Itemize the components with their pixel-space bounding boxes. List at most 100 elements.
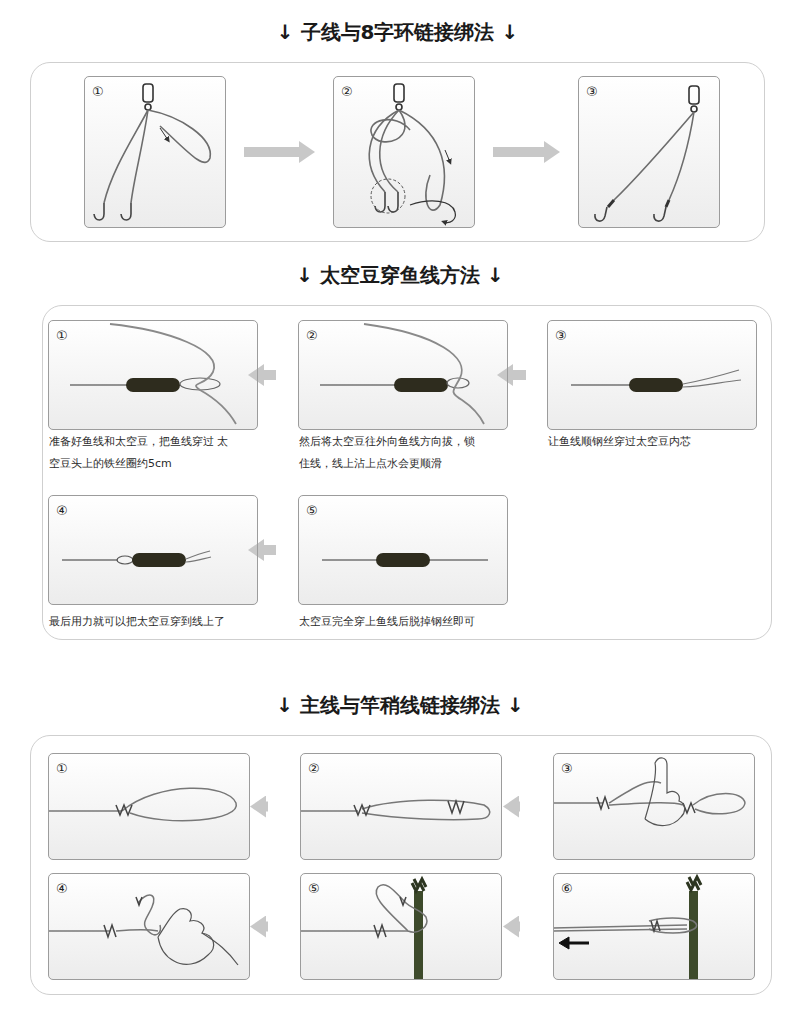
- callout-number: ④: [56, 503, 68, 518]
- knot-step: [48, 788, 236, 821]
- illustration-stroke: [131, 110, 148, 203]
- illustration-stroke: [629, 378, 683, 392]
- step-caption: 最后用力就可以把太空豆穿到线上了: [49, 611, 259, 633]
- illustration-stroke: [689, 86, 699, 104]
- illustration-stroke: [567, 942, 589, 945]
- illustration-stroke: [394, 378, 448, 392]
- callout-number: ②: [308, 761, 320, 776]
- swivel-rig: [94, 84, 210, 220]
- illustration-stroke: [445, 150, 450, 162]
- illustration-stroke: [375, 192, 385, 212]
- illustration-stroke: [104, 925, 116, 937]
- illustration-stroke: [298, 495, 508, 605]
- section-panel: ↓ 太空豆穿鱼线方法 ↓①准备好鱼线和太空豆，把鱼线穿过 太空豆头上的铁丝圈约5…: [42, 305, 772, 640]
- illustration-stroke: [121, 203, 131, 220]
- illustration-stroke: [388, 192, 398, 212]
- illustration-stroke: [48, 753, 250, 860]
- illustration-stroke: [578, 76, 720, 228]
- step-picture-box: ①准备好鱼线和太空豆，把鱼线穿过 太空豆头上的铁丝圈约5cm: [48, 320, 258, 430]
- illustration-stroke: [371, 110, 410, 142]
- section-panel: ↓ 子线与8字环链接绑法 ↓①②③: [30, 62, 765, 242]
- callout-number: ⑥: [561, 881, 573, 896]
- illustration-stroke: [298, 320, 508, 430]
- illustration-stroke: [48, 873, 250, 980]
- illustration-stroke: [48, 930, 110, 932]
- callout-number: ①: [56, 328, 68, 343]
- illustration-stroke: [380, 110, 399, 192]
- illustration-stroke: [683, 380, 741, 387]
- illustration-stroke: [354, 805, 370, 815]
- step-picture-box: ④: [48, 873, 250, 980]
- callout-number: ⑤: [306, 503, 318, 518]
- illustration-stroke: [48, 810, 122, 812]
- illustration-stroke: [687, 877, 701, 890]
- illustration-stroke: [614, 112, 694, 200]
- illustration-stroke: [333, 76, 475, 228]
- illustration-stroke: [693, 794, 745, 814]
- box-ground: [48, 76, 757, 980]
- illustration-stroke: [400, 897, 406, 905]
- illustration-stroke: [132, 553, 186, 567]
- callout-number: ⑤: [308, 881, 320, 896]
- illustration-stroke: [143, 84, 153, 102]
- step-caption: 然后将太空豆往外向鱼线方向拔，锁 住线，线上沾上点水会更顺滑: [299, 431, 483, 475]
- illustration-stroke: [645, 758, 685, 826]
- illustration-stroke: [595, 207, 607, 221]
- illustration-stroke: [666, 200, 669, 207]
- illustration-stroke: [376, 553, 430, 567]
- illustration-stroke: [669, 112, 694, 200]
- callout-number: ②: [306, 328, 318, 343]
- space-bean-step: [320, 324, 484, 424]
- illustration-stroke: [62, 559, 118, 560]
- illustration-stroke: [691, 106, 697, 112]
- illustration-stroke: [553, 802, 603, 804]
- illustration-stroke: [300, 810, 358, 812]
- illustration-stroke: [362, 800, 490, 820]
- callout-number: ②: [341, 84, 353, 99]
- step-arrow: [513, 370, 526, 380]
- space-bean-step: [571, 370, 741, 392]
- step-arrow: [264, 545, 276, 555]
- step-arrow: [519, 802, 520, 812]
- illustration-stroke: [180, 378, 220, 390]
- callout-number: ①: [92, 84, 104, 99]
- illustration-stroke: [126, 378, 180, 392]
- illustration-stroke: [414, 891, 423, 979]
- callout-number: ③: [561, 761, 573, 776]
- illustration-stroke: [651, 921, 660, 931]
- step-arrow: [493, 147, 544, 157]
- illustration-stroke: [364, 324, 484, 424]
- illustration-stroke: [110, 324, 236, 424]
- illustration-stroke: [117, 556, 133, 564]
- illustration-stroke: [202, 933, 238, 965]
- illustration-stroke: [553, 873, 755, 980]
- illustration-stroke: [608, 200, 614, 207]
- callout-number: ①: [56, 761, 68, 776]
- step-caption: 准备好鱼线和太空豆，把鱼线穿过 太空豆头上的铁丝圈约5cm: [49, 431, 233, 475]
- step-picture-box: ⑤: [300, 873, 502, 980]
- illustration-stroke: [300, 873, 502, 980]
- knot-step: [553, 758, 745, 826]
- illustration-stroke: [376, 885, 427, 932]
- step-picture-box: ③让鱼线顺钢丝穿过太空豆内芯: [547, 320, 757, 430]
- illustration-stroke: [122, 788, 236, 821]
- step-picture-box: ②: [333, 76, 475, 228]
- illustration-stroke: [371, 179, 405, 213]
- illustration-stroke: [683, 370, 739, 384]
- illustration-stroke: [396, 104, 402, 110]
- step-picture-box: ④最后用力就可以把太空豆穿到线上了: [48, 495, 258, 605]
- illustration-stroke: [116, 805, 132, 815]
- callout-number: ③: [555, 328, 567, 343]
- knot-step: [48, 895, 238, 965]
- illustration-stroke: [553, 925, 687, 928]
- illustration-stroke: [689, 891, 698, 979]
- callout-number: ③: [586, 84, 598, 99]
- illustration-stroke: [597, 797, 609, 809]
- step-caption: 太空豆完全穿上鱼线后脱掉钢丝即可: [299, 611, 509, 633]
- step-picture-box: ①: [48, 753, 250, 860]
- step-picture-box: ③: [578, 76, 720, 228]
- illustration-stroke: [654, 207, 666, 221]
- step-picture-box: ⑤太空豆完全穿上鱼线后脱掉钢丝即可: [298, 495, 508, 605]
